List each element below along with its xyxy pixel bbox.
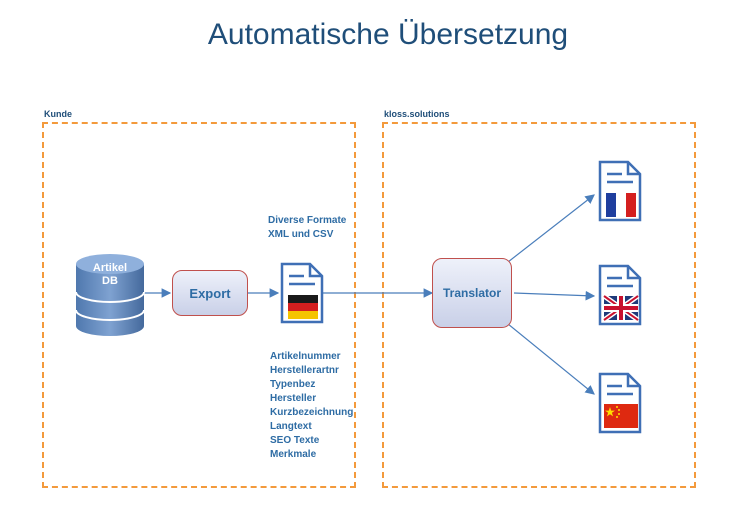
arrow-translator-to-fr: [507, 194, 595, 263]
customer-zone-label: Kunde: [44, 109, 72, 119]
arrow-translator-to-cn: [507, 323, 595, 395]
translator-label: Translator: [442, 286, 502, 300]
list-item: SEO Texte: [270, 435, 320, 446]
french-flag-icon: [606, 193, 636, 217]
list-item: Merkmale: [270, 449, 317, 460]
list-item: Artikelnummer: [270, 351, 341, 362]
database-label: Artikel DB: [72, 262, 148, 288]
list-item: Langtext: [270, 421, 312, 432]
export-box: Export: [172, 270, 248, 316]
chinese-document-icon: [598, 372, 642, 434]
formats-line2: XML und CSV: [268, 229, 334, 240]
formats-note: Diverse Formate XML und CSV: [268, 214, 346, 242]
formats-line1: Diverse Formate: [268, 215, 347, 226]
german-flag-icon: [288, 295, 318, 319]
database-label-line2: DB: [102, 275, 118, 287]
uk-flag-icon: [602, 293, 640, 323]
list-item: Kurzbezeichnung: [270, 407, 354, 418]
kloss-zone: [382, 122, 696, 488]
database-icon: [75, 254, 145, 336]
list-item: Hersteller: [270, 393, 317, 404]
export-label: Export: [189, 285, 231, 301]
china-flag-icon: [604, 404, 638, 428]
database-label-line1: Artikel: [92, 262, 128, 274]
list-item: Typenbez: [270, 379, 316, 390]
list-item: Herstellerartnr: [270, 365, 339, 376]
customer-zone: [42, 122, 356, 488]
page-title: Automatische Übersetzung: [207, 18, 569, 51]
german-document-icon: [280, 262, 324, 324]
field-list: Artikelnummer Herstellerartnr Typenbez H…: [270, 350, 353, 462]
kloss-zone-label: kloss.solutions: [384, 109, 450, 119]
translator-box: Translator: [432, 258, 512, 328]
french-document-icon: [598, 160, 642, 222]
arrow-translator-to-en: [513, 290, 596, 301]
english-document-icon: [598, 264, 642, 326]
